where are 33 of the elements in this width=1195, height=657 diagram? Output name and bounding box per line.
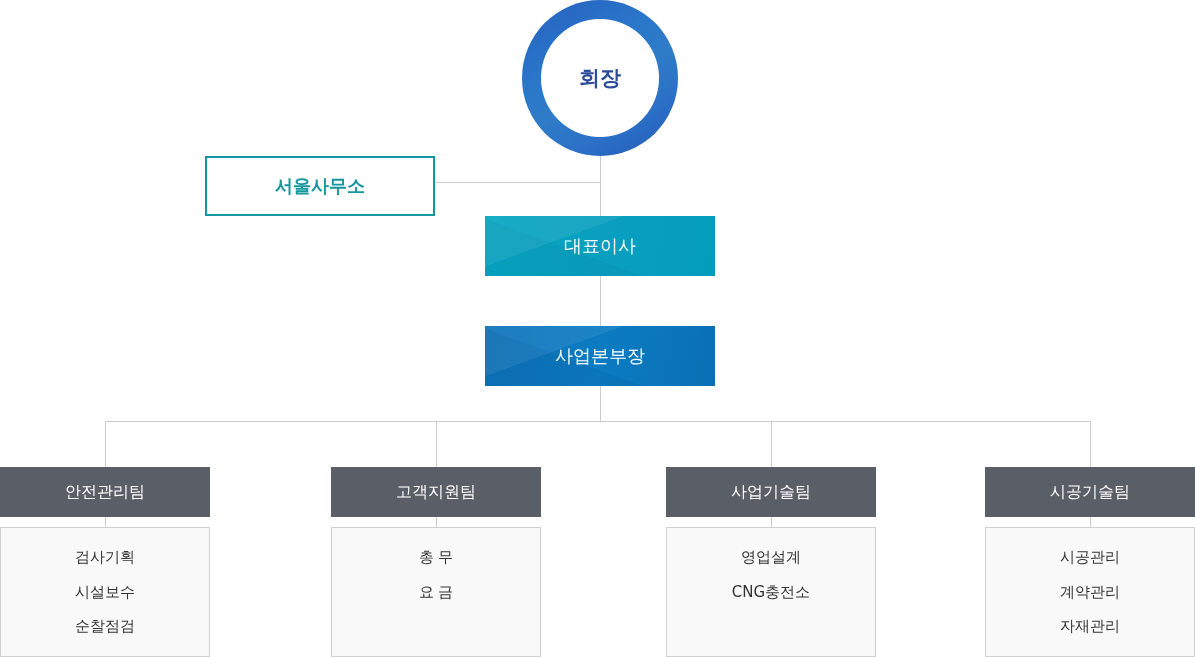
outlined-box: 서울사무소 — [205, 156, 435, 216]
list-box — [666, 527, 876, 657]
connector-line — [771, 421, 772, 468]
connector-line — [105, 516, 106, 528]
list-item: 시공관리 — [1060, 547, 1120, 567]
title-box: 대표이사 — [485, 216, 715, 276]
list-box — [331, 527, 541, 657]
connector-line — [600, 155, 601, 217]
team-header: 고객지원팀 — [331, 467, 541, 517]
team-header: 시공기술팀 — [985, 467, 1195, 517]
list-item: 검사기획 — [75, 547, 135, 567]
connector-line — [105, 421, 106, 468]
connector-line — [105, 385, 1091, 422]
circle-node: 회장 — [522, 0, 678, 156]
list-item: 영업설계 — [741, 547, 801, 567]
list-item: 순찰점검 — [75, 616, 135, 636]
list-item: 요 금 — [418, 581, 454, 602]
list-item: CNG충전소 — [731, 581, 811, 602]
list-box — [0, 527, 210, 657]
title-box: 사업본부장 — [485, 326, 715, 386]
connector-line — [1090, 421, 1091, 468]
connector-line — [436, 516, 437, 528]
connector-line — [436, 421, 437, 468]
list-item: 시설보수 — [75, 581, 135, 602]
connector-line — [771, 516, 772, 528]
list-item: 총 무 — [418, 547, 454, 567]
connector-line — [1090, 516, 1091, 528]
list-box — [985, 527, 1195, 657]
list-item: 자재관리 — [1060, 616, 1120, 636]
team-header: 안전관리팀 — [0, 467, 210, 517]
list-item: 계약관리 — [1060, 581, 1120, 602]
connector-line — [600, 275, 601, 327]
team-header: 사업기술팀 — [666, 467, 876, 517]
